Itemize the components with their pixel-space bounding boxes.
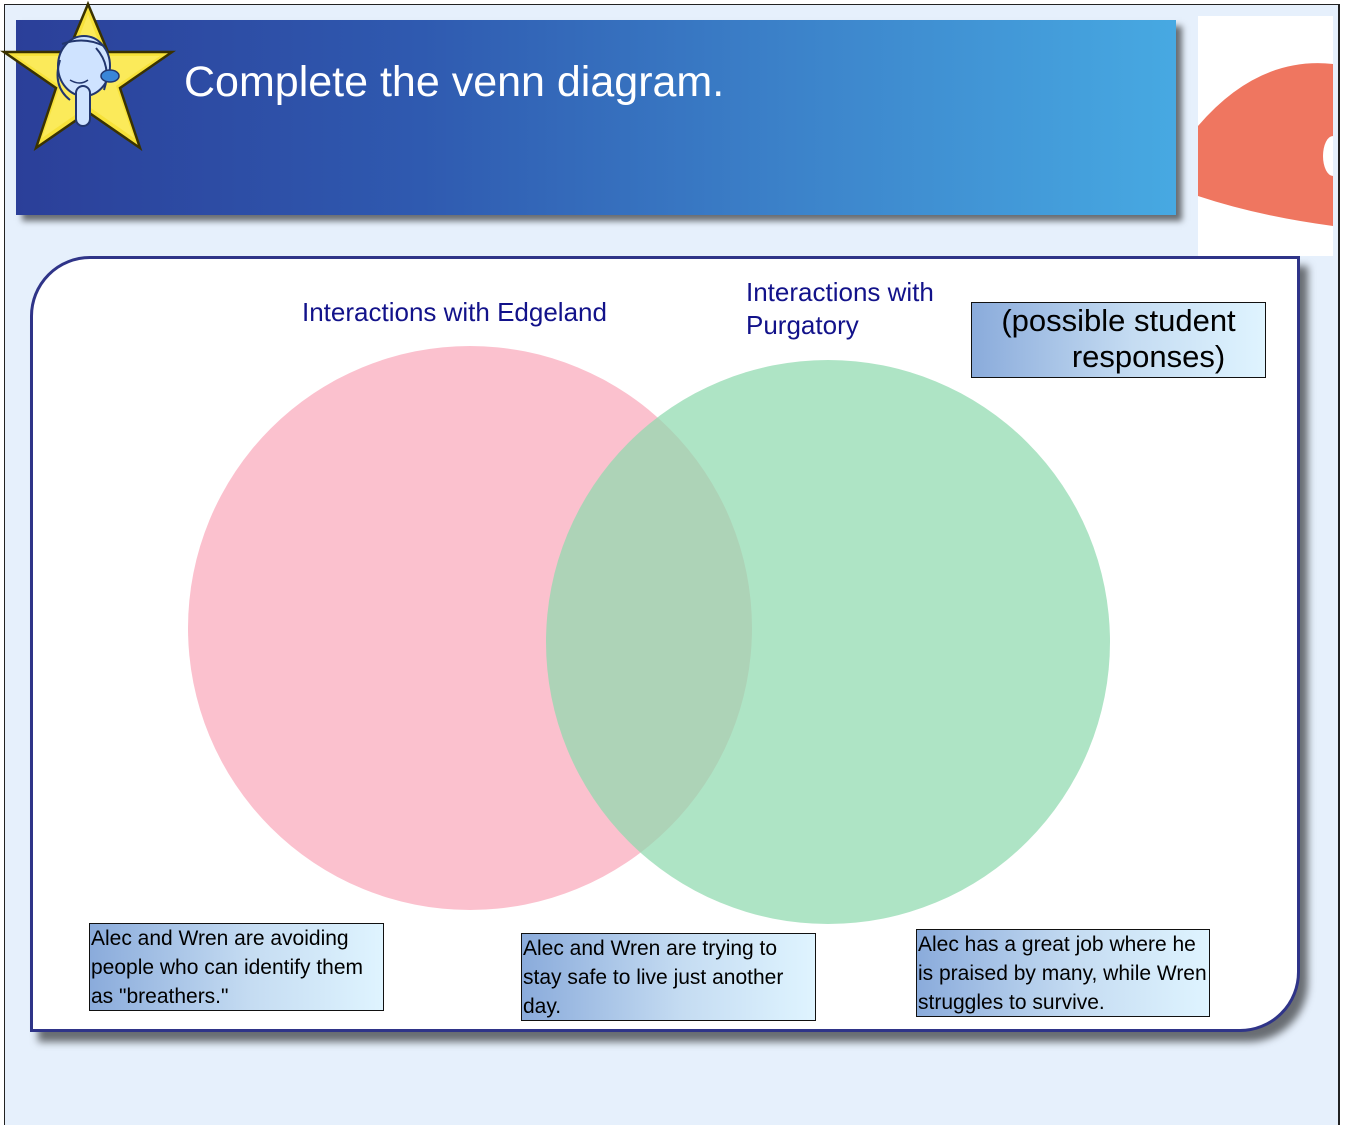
purgatory-label-line1: Interactions with [746, 277, 934, 307]
title-banner: Complete the venn diagram. [16, 20, 1176, 215]
star-with-pointing-hand-icon [0, 0, 177, 152]
venn-diagram [188, 346, 1110, 924]
purgatory-answer-box: Alec has a great job where he is praised… [916, 929, 1210, 1017]
page-title: Complete the venn diagram. [184, 58, 725, 106]
purgatory-circle [546, 360, 1110, 924]
responses-note-line1: (possible student [1001, 303, 1236, 338]
venn-panel: Interactions with Edgeland Interactions … [30, 256, 1300, 1032]
responses-note-line2: responses) [1071, 339, 1226, 374]
edgeland-answer-box: Alec and Wren are avoiding people who ca… [89, 923, 384, 1011]
pointing-hand-icon [56, 35, 120, 127]
corner-decoration [1198, 16, 1333, 256]
possible-responses-note: (possible student responses) [971, 302, 1266, 378]
shared-answer-box: Alec and Wren are trying to stay safe to… [521, 933, 816, 1021]
purgatory-label-line2: Purgatory [746, 310, 859, 340]
red-shape-decoration [1198, 63, 1333, 226]
edgeland-label: Interactions with Edgeland [302, 297, 607, 327]
purgatory-label: Interactions with Purgatory [746, 276, 934, 342]
